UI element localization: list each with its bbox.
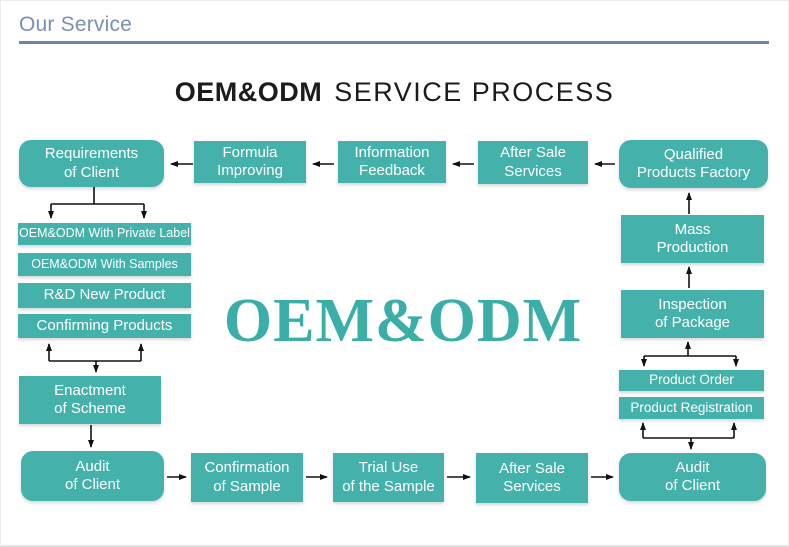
box-trial-use-of-sample: Trial Use of the Sample [333, 453, 444, 502]
box-product-order: Product Order [619, 370, 764, 391]
box-confirmation-of-sample: Confirmation of Sample [191, 453, 303, 502]
diagram-title-bold: OEM&ODM [174, 77, 323, 107]
box-rd-new-product: R&D New Product [18, 283, 191, 308]
box-oem-odm-private-label: OEM&ODM With Private Label [18, 223, 191, 245]
box-inspection-of-package: Inspection of Package [621, 290, 764, 338]
box-mass-production: Mass Production [621, 215, 764, 263]
box-audit-of-client-left: Audit of Client [21, 451, 164, 501]
box-qualified-products-factory: Qualified Products Factory [619, 140, 768, 188]
box-information-feedback: Information Feedback [338, 141, 446, 183]
title-divider [19, 41, 769, 44]
box-confirming-products: Confirming Products [18, 314, 191, 338]
box-oem-odm-with-samples: OEM&ODM With Samples [18, 253, 191, 276]
diagram-title-rest: SERVICE PROCESS [334, 77, 615, 107]
page-title: Our Service [19, 13, 133, 36]
box-enactment-of-scheme: Enactment of Scheme [19, 376, 161, 424]
box-after-sale-services-bottom: After Sale Services [476, 453, 588, 503]
box-product-registration: Product Registration [619, 397, 764, 419]
diagram-title: OEM&ODM SERVICE PROCESS [1, 77, 788, 108]
box-after-sale-services-top: After Sale Services [478, 141, 588, 184]
box-formula-improving: Formula Improving [194, 141, 306, 183]
watermark-text: OEM&ODM [223, 287, 583, 355]
box-requirements-of-client: Requirements of Client [19, 140, 164, 187]
box-audit-of-client-right: Audit of Client [619, 453, 766, 501]
